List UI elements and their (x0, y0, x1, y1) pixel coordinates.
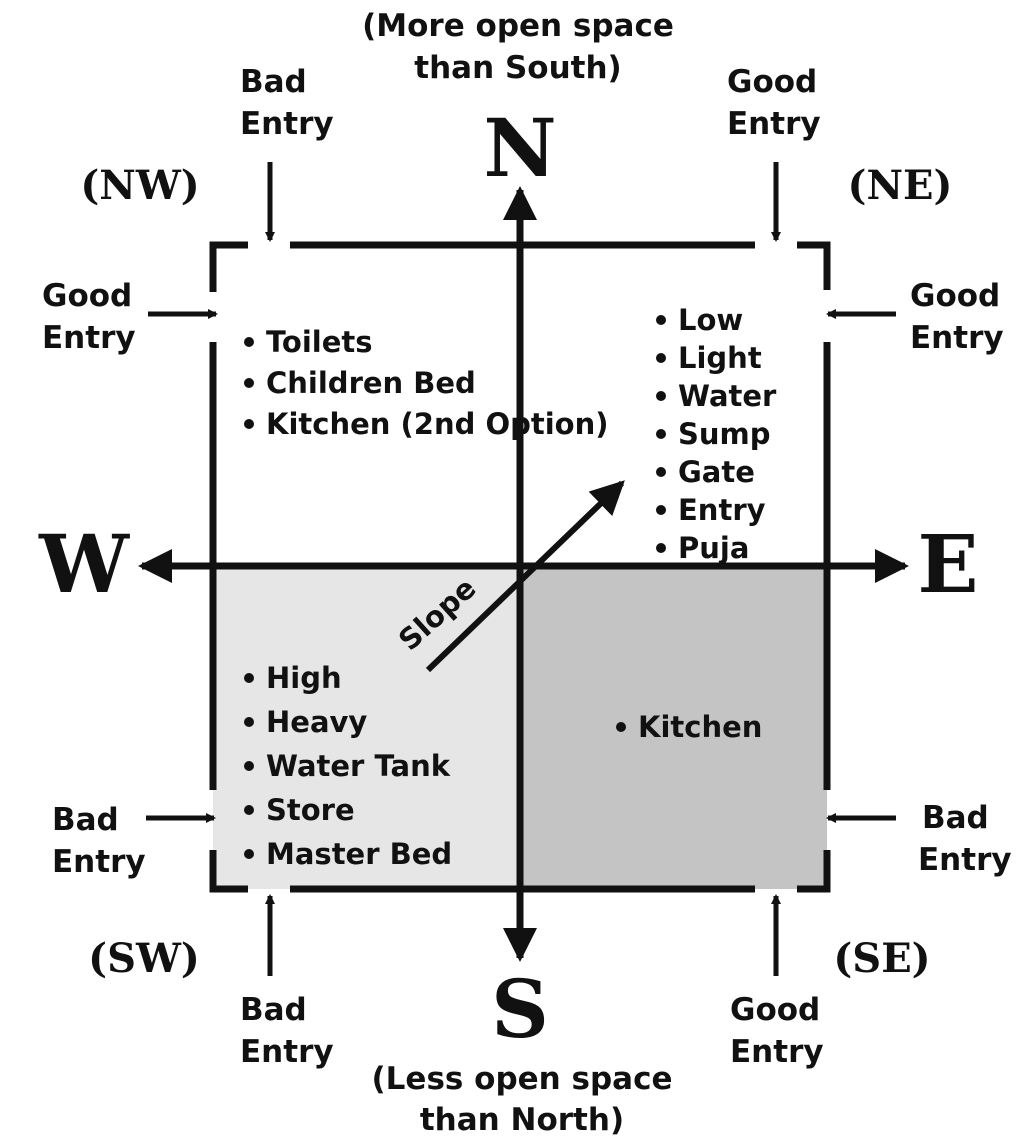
ne-list-item: Water (678, 379, 777, 413)
ne-list-item: Puja (678, 531, 749, 565)
corner-nw-label: (NW) (80, 162, 199, 209)
nw-bullet-dot (244, 337, 254, 347)
sw-quadrant-fill (213, 566, 520, 889)
corner-sw-label: (SW) (88, 935, 200, 982)
nw-list-item: Children Bed (266, 366, 476, 400)
ne-list-item: Low (678, 303, 743, 337)
ne-bullet-dot (656, 543, 666, 553)
entry-bottom-right-line1: Good (730, 992, 820, 1028)
sw-bullet-dot (244, 805, 254, 815)
entry-bottom-left-line2: Entry (240, 1034, 334, 1070)
sw-bullet-dot (244, 849, 254, 859)
nw-bullet-dot (244, 378, 254, 388)
entry-left-upper-line2: Entry (42, 320, 136, 356)
south-caption-line2: than North) (420, 1102, 624, 1138)
entry-top-right-line2: Entry (727, 106, 821, 142)
entry-left-lower-line1: Bad (52, 802, 119, 838)
north-caption-line2: than South) (414, 50, 621, 86)
entry-left-lower-line2: Entry (52, 844, 146, 880)
sw-bullet-dot (244, 717, 254, 727)
corner-ne-label: (NE) (848, 162, 953, 209)
ne-bullet-dot (656, 467, 666, 477)
se-bullet-dot (616, 722, 626, 732)
entry-arrows (146, 162, 896, 976)
sw-list-item: Heavy (266, 705, 367, 739)
se-quadrant-fill (520, 566, 827, 889)
nw-bullet-dot (244, 419, 254, 429)
se-list-item: Kitchen (638, 710, 762, 744)
south-caption-line1: (Less open space (372, 1061, 673, 1097)
entry-right-upper-line1: Good (910, 278, 1000, 314)
entry-bottom-right-line2: Entry (730, 1034, 824, 1070)
nw-list-item: Toilets (266, 325, 373, 359)
west-letter: W (38, 517, 130, 611)
slope-arrow (425, 480, 625, 673)
entry-bottom-left-line1: Bad (240, 992, 307, 1028)
sw-list-item: High (266, 661, 342, 695)
corner-se-label: (SE) (833, 935, 930, 982)
entry-top-right-line1: Good (727, 64, 817, 100)
sw-list-item: Water Tank (266, 749, 451, 783)
entry-top-left-line1: Bad (240, 64, 307, 100)
ne-list-item: Light (678, 341, 762, 375)
ne-list-item: Gate (678, 455, 755, 489)
ne-bullet-dot (656, 429, 666, 439)
entry-left-upper-line1: Good (42, 278, 132, 314)
north-letter: N (483, 101, 556, 195)
se-quadrant-list: Kitchen (616, 710, 762, 744)
ne-bullet-dot (656, 315, 666, 325)
ne-bullet-dot (656, 391, 666, 401)
ne-bullet-dot (656, 353, 666, 363)
ne-bullet-dot (656, 505, 666, 515)
sw-list-item: Store (266, 793, 355, 827)
entry-right-lower-line1: Bad (922, 800, 989, 836)
entry-top-left-line2: Entry (240, 106, 334, 142)
entry-right-upper-line2: Entry (910, 320, 1004, 356)
east-letter: E (918, 517, 979, 611)
south-letter: S (491, 962, 549, 1056)
north-caption-line1: (More open space (362, 8, 674, 44)
sw-bullet-dot (244, 761, 254, 771)
entry-right-lower-line2: Entry (918, 842, 1012, 878)
ne-list-item: Entry (678, 493, 766, 527)
sw-bullet-dot (244, 673, 254, 683)
nw-list-item: Kitchen (2nd Option) (266, 407, 609, 441)
ne-list-item: Sump (678, 417, 771, 451)
sw-list-item: Master Bed (266, 837, 452, 871)
